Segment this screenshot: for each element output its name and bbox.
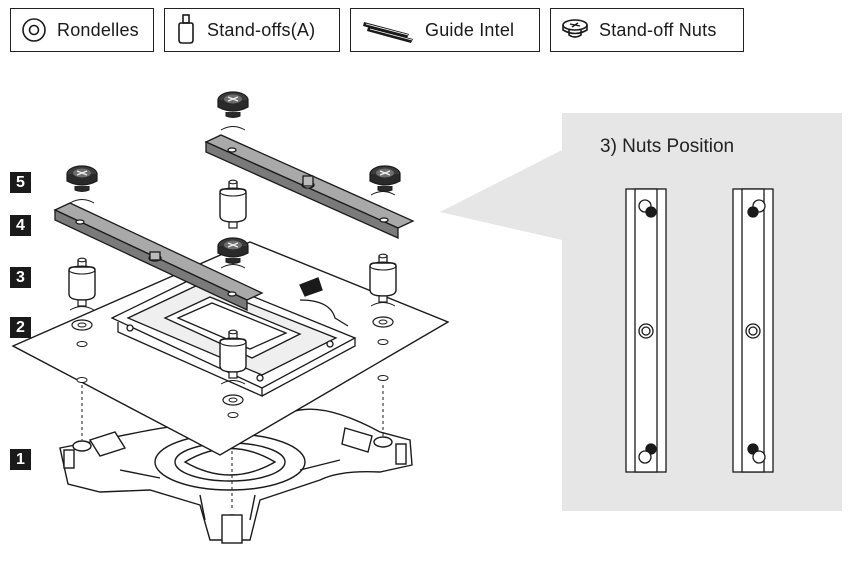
step-badge-4: 4	[10, 215, 31, 236]
legend-item-nuts: Stand-off Nuts	[550, 8, 744, 52]
step-badge-1: 1	[10, 449, 31, 470]
step-badge-3: 3	[10, 267, 31, 288]
step-badge-5: 5	[10, 172, 31, 193]
legend-item-guide: Guide Intel	[350, 8, 540, 52]
legend-label-nuts: Stand-off Nuts	[599, 19, 717, 40]
backplate	[59, 408, 413, 544]
legend-item-standoffs: Stand-offs(A)	[164, 8, 340, 52]
guide-bar-right	[204, 134, 415, 240]
step-badge-2: 2	[10, 317, 31, 338]
nuts-bar-right	[732, 188, 774, 473]
legend-label-washers: Rondelles	[57, 19, 139, 40]
legend-item-washers: Rondelles	[10, 8, 154, 52]
guide-bar-left	[53, 202, 264, 312]
washer-icon	[22, 18, 46, 42]
standoff-icon	[178, 14, 194, 44]
rotation-arrows	[69, 126, 396, 385]
guide-bar-icon	[363, 22, 413, 43]
legend-label-standoffs: Stand-offs(A)	[207, 19, 316, 40]
nuts-position-title: 3) Nuts Position	[600, 136, 735, 157]
nuts-bar-left	[625, 188, 667, 473]
alignment-lines	[81, 385, 384, 510]
legend-label-guide: Guide Intel	[425, 19, 515, 40]
nut-icon	[562, 19, 588, 38]
nuts-position-panel	[440, 113, 842, 511]
